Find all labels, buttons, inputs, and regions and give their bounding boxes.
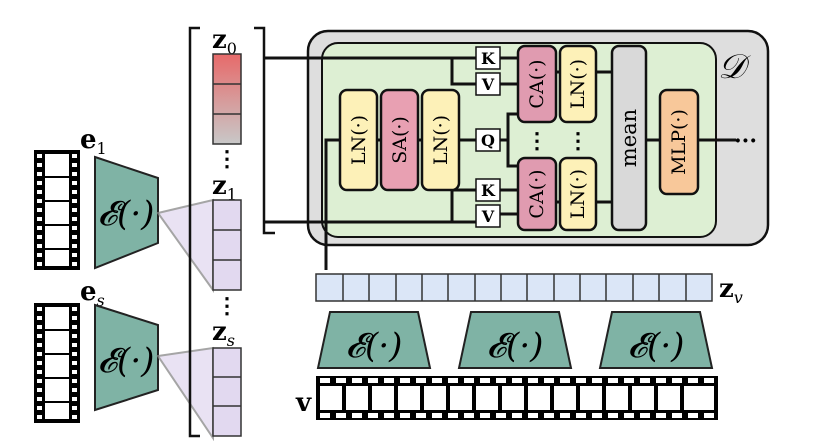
latent-bracket [188,26,275,438]
svg-text:𝓔(·): 𝓔(·) [487,326,544,366]
ln-block-2: LN(·) [420,88,461,192]
encoder-trapezoid-1 [94,155,159,270]
filmstrip-icon-1 [34,150,80,270]
svg-text:K: K [481,49,496,68]
zv-label: zv [719,274,743,307]
video-label: v [295,388,312,418]
ca-block-bottom: CA(·) [516,156,558,232]
latent-ellipsis-2: ⋮ [216,293,238,319]
v-tag-bottom: V [475,204,501,228]
svg-text:MLP(·): MLP(·) [668,109,690,175]
frame-encoder-s: es 𝓔(·) [34,277,159,423]
svg-text:K: K [481,181,496,200]
zv-token-row [315,273,713,302]
latent-ellipsis-1: ⋮ [216,146,238,172]
svg-text:Q: Q [481,131,495,150]
svg-text:LN(·): LN(·) [430,115,452,165]
svg-text:LN(·): LN(·) [567,169,589,219]
encoder-label-s: 𝓔(·) [98,341,155,381]
z0-label: z0 [212,25,237,58]
decoder-connections [264,56,736,270]
video-encoder-1: 𝓔(·) [316,311,432,369]
zs-token-stack [212,347,242,437]
z1-label: z1 [212,171,237,204]
ln-ellipsis: ⋮ [567,128,589,154]
output-dots: ··· [734,128,757,154]
svg-text:mean: mean [617,109,641,167]
video-encoder-2: 𝓔(·) [457,311,573,369]
sa-block: SA(·) [379,88,420,192]
video-filmstrip-icon [316,376,718,420]
q-tag: Q [475,128,501,152]
es-label: es [80,277,105,310]
encoder-trapezoid-s [94,303,159,412]
mean-block: mean [610,44,648,232]
ln-block-4: LN(·) [558,156,598,232]
v-tag-top: V [475,72,501,96]
k-tag-bottom: K [475,178,501,202]
ln-block-3: LN(·) [558,44,598,124]
video-encoder-3: 𝓔(·) [598,311,714,369]
svg-text:V: V [481,207,495,226]
svg-text:LN(·): LN(·) [348,115,370,165]
z0-token-stack [212,53,242,145]
ln-block-1: LN(·) [338,88,379,192]
encoder-label-1: 𝓔(·) [98,194,155,234]
svg-text:𝓔(·): 𝓔(·) [346,326,403,366]
z1-token-stack [212,199,242,291]
frame-encoder-1: e1 𝓔(·) [34,125,159,270]
zs-label: zs [212,317,235,350]
projection-wedge-1 [156,198,214,294]
svg-text:CA(·): CA(·) [526,169,548,218]
k-tag-top: K [475,46,501,70]
e1-label: e1 [80,125,107,158]
filmstrip-icon-s [34,303,80,423]
ca-block-top: CA(·) [516,44,558,124]
svg-text:𝓔(·): 𝓔(·) [628,326,685,366]
svg-text:V: V [481,75,495,94]
ca-ellipsis: ⋮ [526,128,548,154]
svg-text:LN(·): LN(·) [567,59,589,109]
projection-wedge-s [156,346,214,441]
mlp-block: MLP(·) [658,88,700,196]
svg-text:CA(·): CA(·) [526,59,548,108]
svg-text:SA(·): SA(·) [389,116,411,164]
